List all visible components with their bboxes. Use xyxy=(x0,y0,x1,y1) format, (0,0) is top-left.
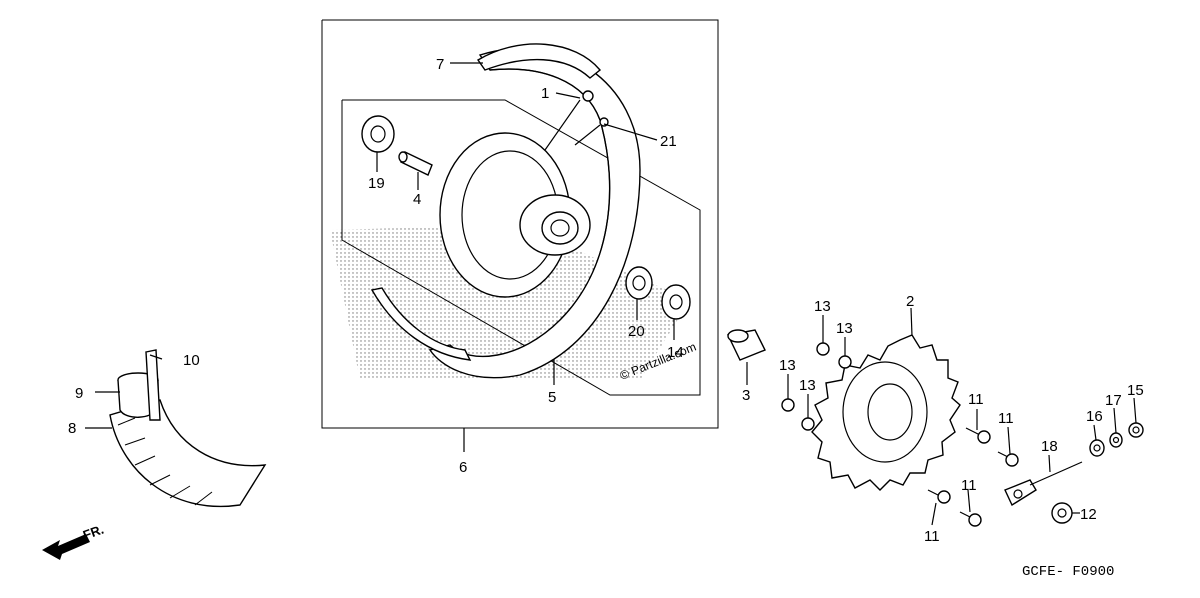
callout-13a: 13 xyxy=(814,298,831,315)
callout-4: 4 xyxy=(413,191,421,208)
nut-13a xyxy=(816,342,830,356)
nut-13d xyxy=(801,417,815,431)
rim-strip-10 xyxy=(145,349,161,421)
bearing-19 xyxy=(361,115,395,153)
spoke xyxy=(544,90,609,151)
leader-lines xyxy=(85,62,1137,526)
wheel-hub xyxy=(439,132,591,298)
wheel-assembly-frame xyxy=(321,19,719,452)
callout-15: 15 xyxy=(1127,382,1144,399)
callout-7: 7 xyxy=(436,56,444,73)
callout-21: 21 xyxy=(660,133,677,150)
callout-11a: 11 xyxy=(968,391,984,408)
callout-20: 20 xyxy=(628,323,645,340)
bolt-11b xyxy=(997,451,1019,467)
damper-3 xyxy=(726,329,766,361)
bolt-11d xyxy=(959,511,982,527)
callout-14: 14 xyxy=(667,344,684,361)
callout-12: 12 xyxy=(1080,506,1097,523)
callout-8: 8 xyxy=(68,420,76,437)
rim-band-lower xyxy=(370,287,472,361)
diagram-code: GCFE- F0900 xyxy=(1022,564,1114,580)
sprocket-2 xyxy=(811,334,961,491)
callout-17: 17 xyxy=(1105,392,1122,409)
callout-13d: 13 xyxy=(799,377,816,394)
callout-6: 6 xyxy=(459,459,467,476)
callout-2: 2 xyxy=(906,293,914,310)
callout-1: 1 xyxy=(541,85,549,102)
front-arrow: FR. xyxy=(42,522,106,560)
bearing-20 xyxy=(625,266,653,300)
washer-17 xyxy=(1109,432,1123,448)
nut-15 xyxy=(1128,422,1144,438)
callout-13b: 13 xyxy=(836,320,853,337)
bolt-11a xyxy=(965,427,991,444)
callout-11b: 11 xyxy=(998,410,1014,427)
callout-19: 19 xyxy=(368,175,385,192)
callout-18: 18 xyxy=(1041,438,1058,455)
callout-13c: 13 xyxy=(779,357,796,374)
rim-band xyxy=(476,43,601,79)
tire-8 xyxy=(109,399,267,508)
bolt-11c xyxy=(927,489,951,504)
callout-9: 9 xyxy=(75,385,83,402)
nut-12 xyxy=(1051,502,1073,524)
washer-16 xyxy=(1089,439,1105,457)
spacer-4 xyxy=(398,151,433,176)
nut-13c xyxy=(781,398,795,412)
callout-3: 3 xyxy=(742,387,750,404)
callout-11c: 11 xyxy=(961,477,977,494)
callout-16: 16 xyxy=(1086,408,1103,425)
callout-5: 5 xyxy=(548,389,556,406)
adjuster-18 xyxy=(1004,461,1083,507)
seal-14 xyxy=(661,284,691,320)
front-arrow-label: FR. xyxy=(81,522,106,543)
nut-13b xyxy=(838,355,852,369)
callout-10: 10 xyxy=(183,352,200,369)
callout-11d: 11 xyxy=(924,528,940,545)
